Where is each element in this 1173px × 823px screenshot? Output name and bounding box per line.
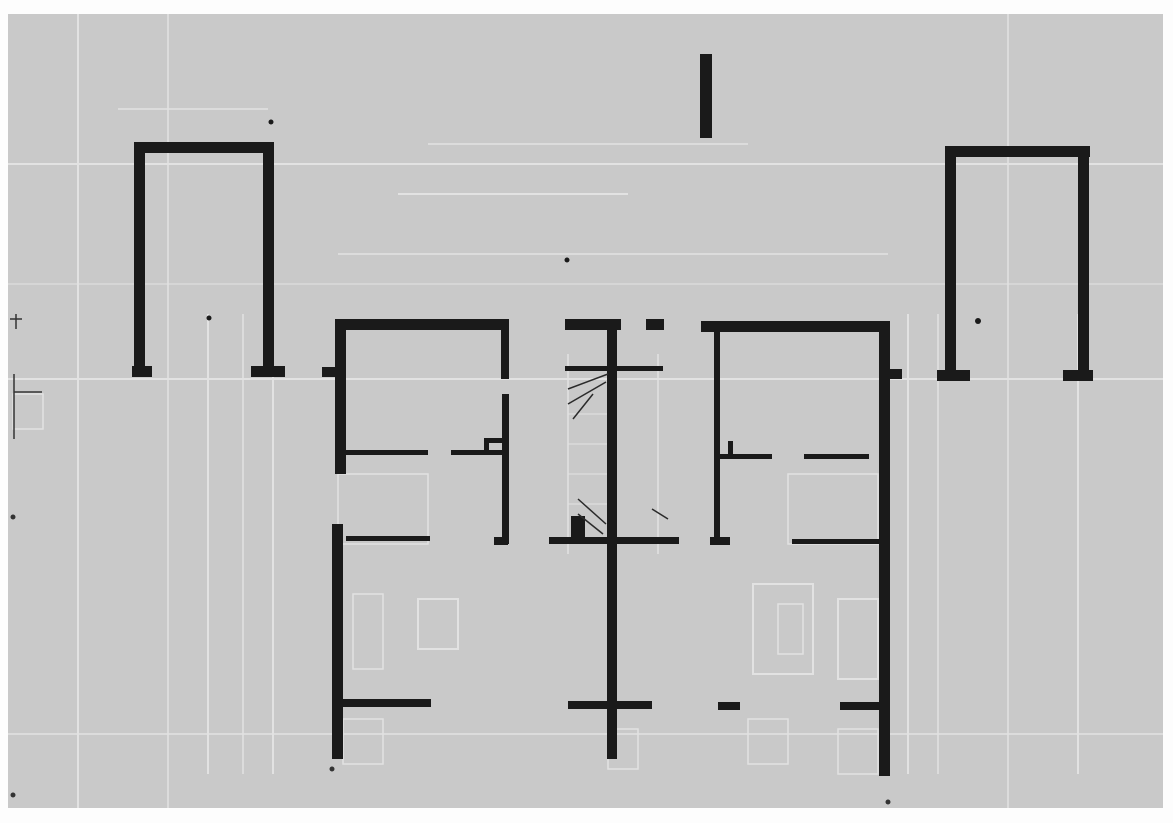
- survey-marks: [10, 119, 981, 805]
- staircase: [567, 373, 669, 535]
- north-wall-segment: [700, 54, 712, 138]
- right-outbuilding: [937, 146, 1093, 381]
- main-house-walls: [322, 319, 902, 776]
- floor-plan: [8, 14, 1163, 808]
- left-outbuilding: [132, 142, 285, 377]
- blueprint-sheet: [8, 14, 1163, 808]
- construction-lines: [8, 14, 1163, 808]
